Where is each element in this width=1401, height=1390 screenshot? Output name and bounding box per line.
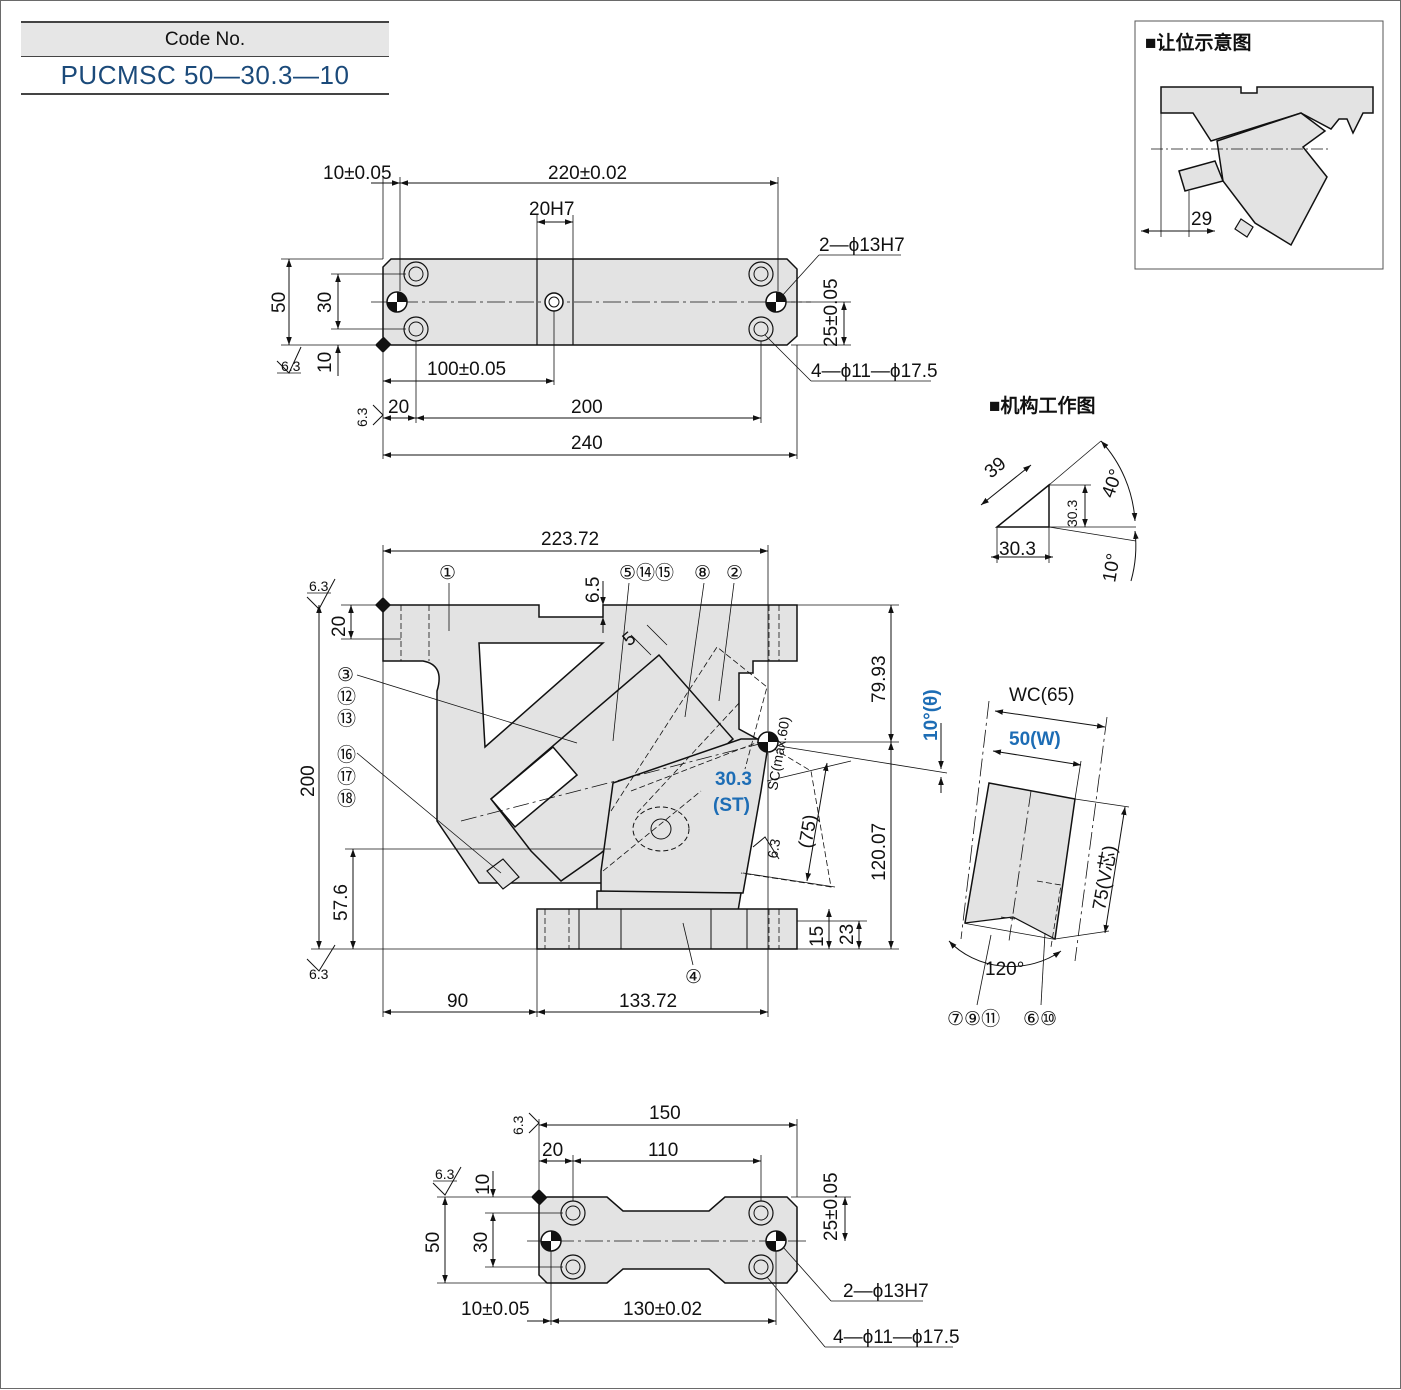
top-dim-10: 10±0.05 [323, 163, 392, 184]
front-dim-79-93: 79.93 [869, 655, 890, 703]
front-stroke-st-value: 30.3 [715, 769, 752, 790]
top-dim-220: 220±0.02 [548, 163, 627, 184]
part-label-4: ④ [685, 967, 702, 988]
bottom-roughness-a: 6.3 [510, 1115, 526, 1135]
relief-dim-29: 29 [1191, 209, 1212, 230]
side-parts-7-9-11: ⑦⑨⑪ [947, 1008, 1000, 1030]
top-dim-20: 20 [388, 397, 409, 418]
top-dim-25: 25±0.05 [821, 278, 842, 347]
top-view: 10±0.05 220±0.02 20H7 2—ϕ13H7 50 30 10 2… [269, 163, 938, 459]
top-dim-50: 50 [269, 292, 290, 313]
bottom-dim-30: 30 [471, 1232, 492, 1253]
code-value: PUCMSC 50—30.3—10 [21, 57, 389, 95]
front-stroke-sc: SC(max.60) [764, 715, 793, 791]
front-dim-120-07: 120.07 [869, 823, 890, 881]
front-dim-200: 200 [298, 765, 319, 797]
part-label-18: ⑱ [337, 788, 356, 810]
side-dim-v-75: 75(V芯) [1088, 844, 1121, 912]
bottom-dim-20: 20 [542, 1140, 563, 1161]
part-label-8: ⑧ [694, 563, 711, 584]
mech-angle-40: 40° [1098, 467, 1128, 501]
part-label-2: ② [726, 563, 743, 584]
front-dim-20: 20 [329, 616, 350, 637]
front-dim-90: 90 [447, 991, 468, 1012]
front-dim-15: 15 [807, 926, 828, 947]
relief-view: ■让位示意图 29 [1134, 20, 1384, 270]
mech-dim-30-3-vertical: 30.3 [1064, 500, 1080, 527]
top-hole-11-17: 4—ϕ11—ϕ17.5 [811, 361, 938, 382]
part-label-13: ⑬ [337, 708, 356, 730]
bottom-hole-13h7: 2—ϕ13H7 [843, 1281, 929, 1302]
code-number-box: Code No. PUCMSC 50—30.3—10 [21, 21, 389, 96]
mech-dim-30-3-horizontal: 30.3 [999, 539, 1036, 560]
top-dim-10-vertical: 10 [315, 352, 336, 373]
part-label-1: ① [439, 563, 456, 584]
front-dim-223-72: 223.72 [541, 529, 599, 550]
front-view: 223.72 6.5 20 200 57.6 90 133.72 [298, 529, 948, 1017]
code-header: Code No. [21, 21, 389, 57]
front-roughness-b: 6.3 [309, 966, 329, 982]
bottom-dim-130: 130±0.02 [623, 1299, 702, 1320]
side-parts-6-10: ⑥⑩ [1023, 1009, 1057, 1030]
front-dim-6-5: 6.5 [583, 577, 604, 603]
top-hole-13h7: 2—ϕ13H7 [819, 235, 905, 256]
front-dim-23: 23 [837, 924, 858, 945]
bottom-hole-11-17: 4—ϕ11—ϕ17.5 [833, 1327, 960, 1348]
mech-dim-39: 39 [981, 453, 1011, 483]
bottom-dim-150: 150 [649, 1103, 681, 1124]
top-dim-240: 240 [571, 433, 603, 454]
front-dim-133-72: 133.72 [619, 991, 677, 1012]
bottom-dim-110: 110 [648, 1140, 678, 1161]
top-roughness-b: 6.3 [354, 407, 370, 427]
top-dim-200: 200 [571, 397, 603, 418]
front-stroke-st-label: (ST) [713, 795, 750, 816]
mech-angle-10: 10° [1099, 552, 1125, 584]
front-roughness-c: 6.3 [764, 837, 783, 859]
top-dim-30: 30 [315, 292, 336, 313]
bottom-dim-10: 10 [473, 1174, 494, 1195]
top-roughness-a: 6.3 [281, 358, 301, 374]
bottom-dim-10-tol: 10±0.05 [461, 1299, 530, 1320]
side-angle-120: 120° [985, 959, 1024, 980]
bottom-view: 150 20 110 10 50 30 25±0.05 10±0 [423, 1103, 960, 1348]
part-label-5-14-15: ⑤⑭⑮ [619, 562, 674, 584]
bottom-roughness-b: 6.3 [435, 1166, 455, 1182]
bottom-dim-25: 25±0.05 [821, 1172, 842, 1241]
mechanism-view-title: ■机构工作图 [989, 394, 1095, 417]
front-roughness-a: 6.3 [309, 578, 329, 594]
mechanism-view: ■机构工作图 39 30.3 30.3 40° 10° [980, 394, 1139, 584]
top-dim-100: 100±0.05 [427, 359, 506, 380]
front-angle-theta: 10°(θ) [921, 689, 942, 741]
bottom-dim-50: 50 [423, 1232, 444, 1253]
relief-view-title: ■让位示意图 [1145, 31, 1251, 54]
top-dim-20h7: 20H7 [529, 199, 574, 220]
side-view: WC(65) 50(W) 75(V芯) 120° ⑦⑨⑪ ⑥⑩ [947, 685, 1130, 1030]
part-label-3: ③ [337, 665, 354, 686]
front-dim-75: (75) [795, 813, 822, 850]
part-label-12: ⑫ [337, 686, 356, 708]
part-label-16: ⑯ [337, 744, 356, 766]
part-label-17: ⑰ [337, 766, 356, 788]
front-dim-57-6: 57.6 [331, 884, 352, 921]
side-dim-wc-65: WC(65) [1009, 685, 1074, 706]
side-dim-w-50: 50(W) [1009, 729, 1061, 750]
